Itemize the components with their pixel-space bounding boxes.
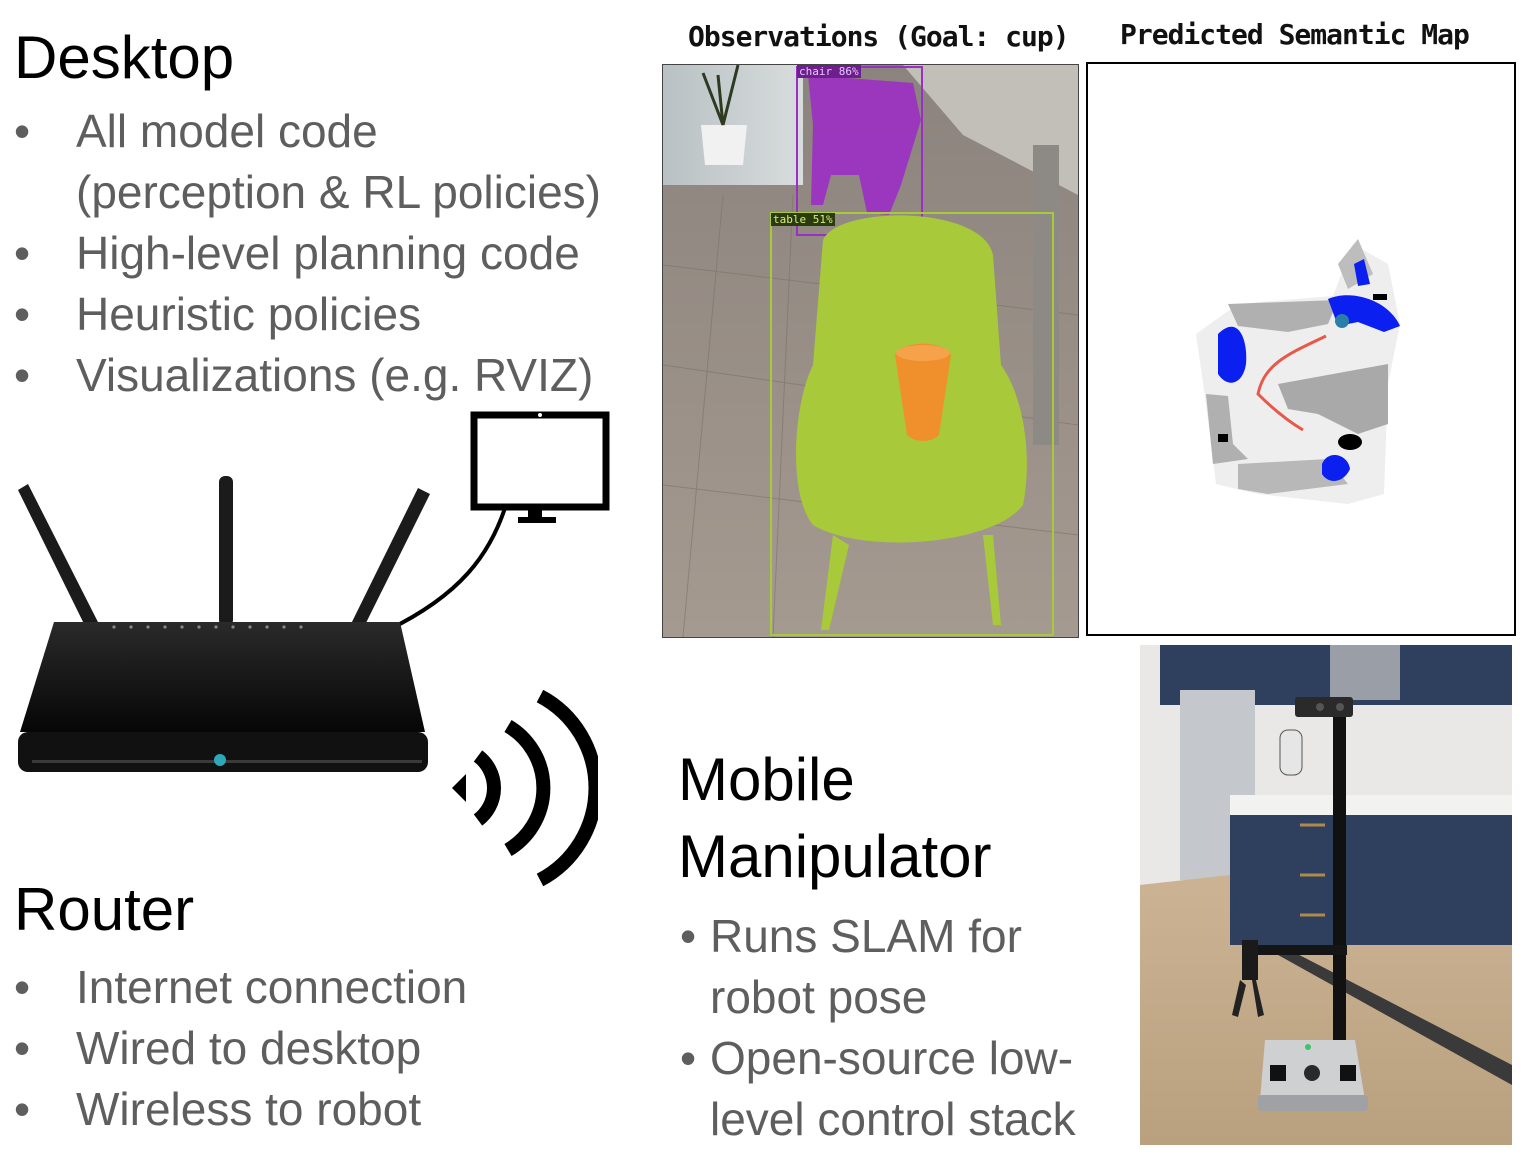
monitor-icon [387, 411, 610, 632]
mobile-bullet-text: Open-source low- [710, 1032, 1074, 1084]
router-title: Router [14, 876, 195, 943]
detection-label-table: table 51% [771, 213, 835, 226]
mobile-bullet-text: robot pose [710, 971, 928, 1023]
desktop-bullets: All model code (perception & RL policies… [14, 101, 601, 406]
router-bullet: Wired to desktop [14, 1018, 467, 1079]
mobile-bullet: Runs SLAM for robot pose [680, 906, 1076, 1028]
desktop-bullet: Visualizations (e.g. RVIZ) [14, 345, 601, 406]
router-bullet: Internet connection [14, 957, 467, 1018]
desktop-section: Desktop [14, 28, 234, 88]
observations-caption: Observations (Goal: cup) [688, 20, 1070, 53]
mobile-bullet: Open-source low-level control stack [680, 1028, 1076, 1150]
detection-label-chair: chair 86% [797, 65, 861, 78]
semantic-map-caption: Predicted Semantic Map [1120, 18, 1470, 51]
mobile-title-line2: Manipulator [678, 823, 992, 890]
mobile-bullets: Runs SLAM for robot pose Open-source low-… [680, 906, 1076, 1150]
router-icon [18, 476, 430, 772]
wifi-signal-icon [452, 690, 598, 887]
desktop-bullet: High-level planning code [14, 223, 601, 284]
mobile-bullet-text: Runs SLAM for [710, 910, 1022, 962]
router-bullet: Wireless to robot [14, 1079, 467, 1140]
desktop-title: Desktop [14, 24, 235, 91]
desktop-bullet: Heuristic policies [14, 284, 601, 345]
observations-image: chair 86% table 51% [662, 64, 1079, 638]
semantic-map-image [1086, 62, 1516, 636]
router-bullets: Internet connection Wired to desktop Wir… [14, 957, 467, 1140]
desktop-bullet: All model code [14, 101, 601, 162]
desktop-bullet-continued: (perception & RL policies) [76, 166, 601, 218]
mobile-title-line1: Mobile [678, 746, 855, 813]
robot-photo [1140, 645, 1512, 1145]
mobile-bullet-text: level control stack [710, 1093, 1076, 1145]
